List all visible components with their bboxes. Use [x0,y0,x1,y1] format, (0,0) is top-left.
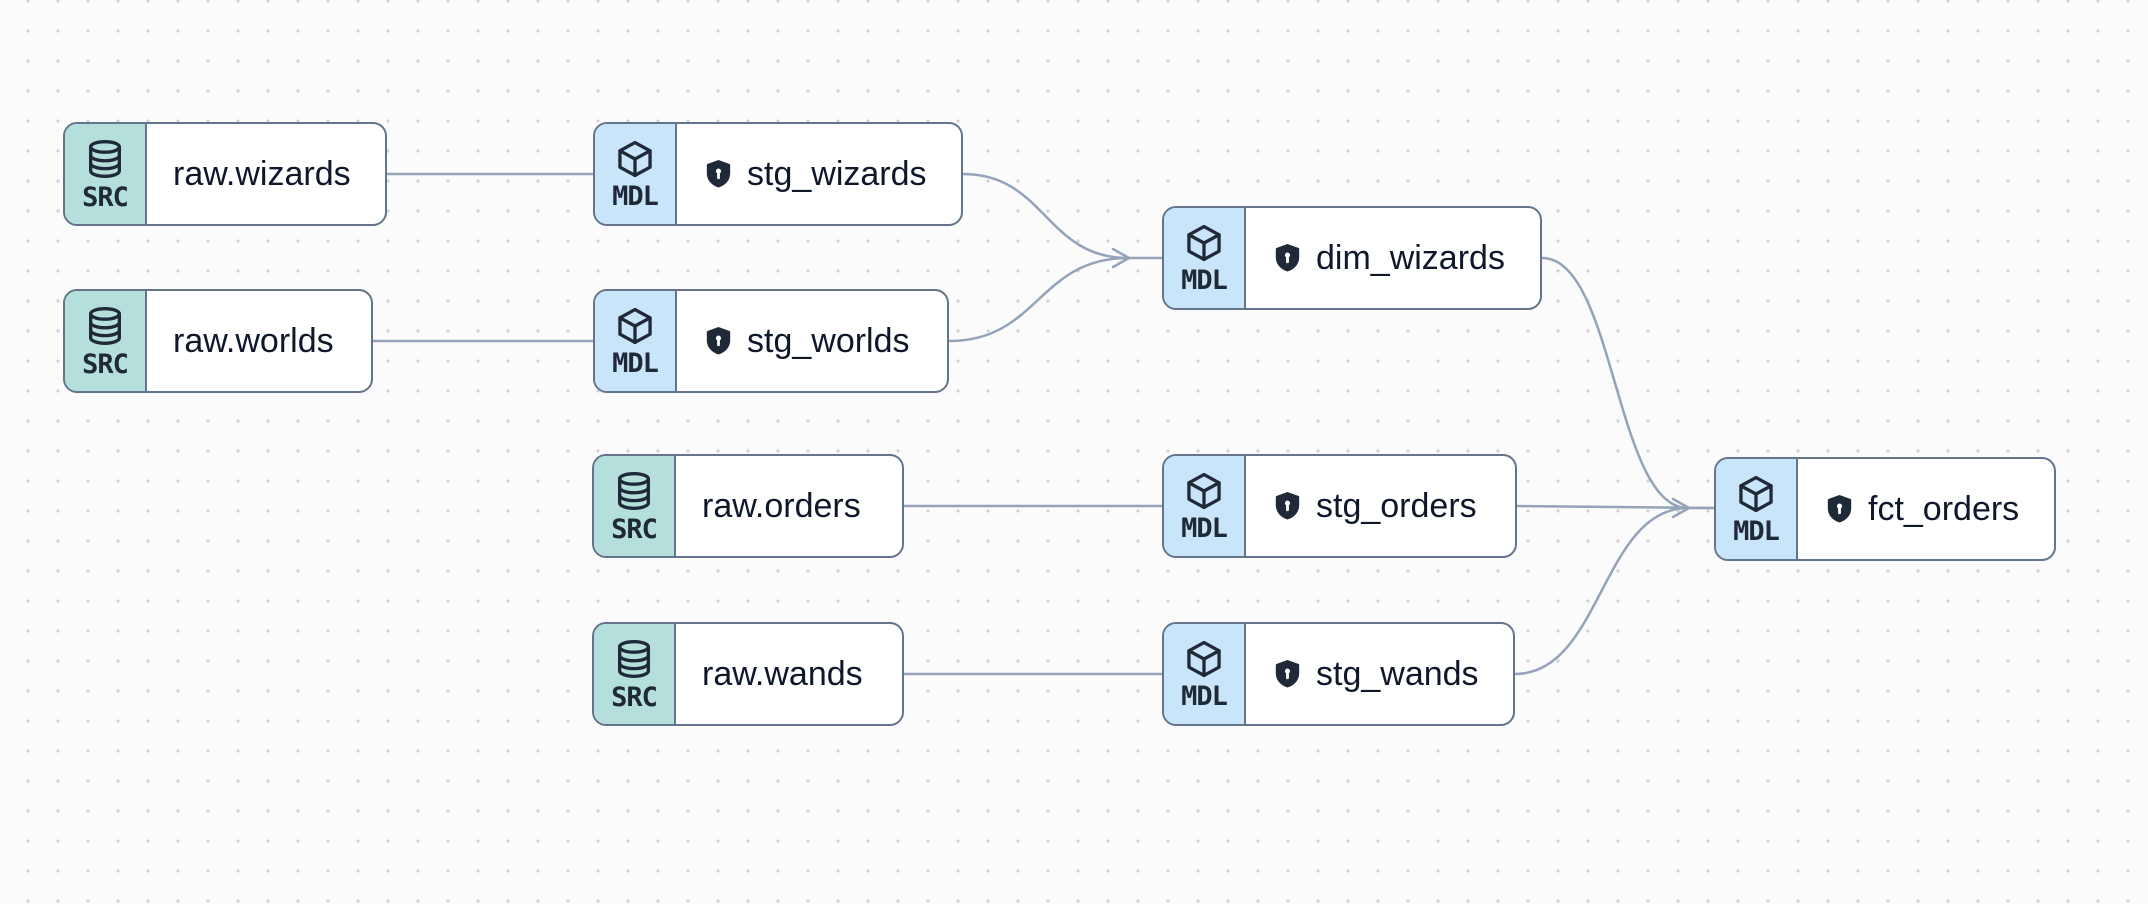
node-raw_worlds[interactable]: SRC raw.worlds [63,289,373,393]
edge-stg_worlds-dim_wizards [947,256,1130,343]
shield-icon [1275,659,1300,687]
node-body: raw.wands [676,624,902,724]
node-body: raw.orders [676,456,902,556]
cube-icon [618,307,652,345]
badge-label: MDL [1181,265,1228,296]
node-raw_wizards[interactable]: SRC raw.wizards [63,122,387,226]
cube-icon [618,140,652,178]
node-label: stg_wands [1316,655,1479,693]
shield-icon [1827,494,1852,522]
merge-arrow-fct_orders [1671,497,1691,519]
cube-icon [1187,224,1221,262]
edge-dim_wizards-fct_orders [1540,256,1690,510]
node-body: raw.worlds [147,291,371,391]
node-label: raw.wizards [173,155,351,193]
model-badge: MDL [1164,456,1246,556]
model-badge: MDL [1716,459,1798,559]
node-raw_orders[interactable]: SRC raw.orders [592,454,904,558]
edge-stg_wands-fct_orders [1513,506,1690,676]
node-label: raw.orders [702,487,861,525]
node-body: raw.wizards [147,124,385,224]
shield-icon [1275,243,1300,271]
badge-label: SRC [611,682,658,713]
model-badge: MDL [1164,208,1246,308]
badge-label: SRC [611,514,658,545]
source-badge: SRC [65,291,147,391]
database-icon [617,640,651,678]
node-label: fct_orders [1868,490,2020,528]
merge-arrow-dim_wizards [1111,247,1131,269]
source-badge: SRC [594,624,676,724]
node-label: stg_worlds [747,322,910,360]
badge-label: MDL [1181,681,1228,712]
shield-icon [1275,491,1300,519]
node-body: stg_wands [1246,624,1513,724]
database-icon [617,472,651,510]
node-stg_wizards[interactable]: MDL stg_wizards [593,122,963,226]
node-dim_wizards[interactable]: MDL dim_wizards [1162,206,1542,310]
badge-label: SRC [82,182,129,213]
database-icon [88,307,122,345]
source-badge: SRC [65,124,147,224]
node-label: raw.wands [702,655,863,693]
node-raw_wands[interactable]: SRC raw.wands [592,622,904,726]
cube-icon [1187,472,1221,510]
cube-icon [1187,640,1221,678]
shield-icon [706,326,731,354]
node-body: stg_wizards [677,124,961,224]
badge-label: MDL [1733,516,1780,547]
node-body: stg_orders [1246,456,1515,556]
edge-stg_wizards-dim_wizards [961,172,1130,260]
node-body: stg_worlds [677,291,947,391]
badge-label: MDL [1181,513,1228,544]
node-stg_orders[interactable]: MDL stg_orders [1162,454,1517,558]
cube-icon [1739,475,1773,513]
node-stg_worlds[interactable]: MDL stg_worlds [593,289,949,393]
badge-label: MDL [612,348,659,379]
model-badge: MDL [595,291,677,391]
badge-label: SRC [82,349,129,380]
node-label: raw.worlds [173,322,334,360]
node-fct_orders[interactable]: MDL fct_orders [1714,457,2056,561]
node-body: fct_orders [1798,459,2054,559]
node-stg_wands[interactable]: MDL stg_wands [1162,622,1515,726]
model-badge: MDL [1164,624,1246,724]
shield-icon [706,159,731,187]
node-label: stg_wizards [747,155,927,193]
database-icon [88,140,122,178]
node-label: dim_wizards [1316,239,1505,277]
model-badge: MDL [595,124,677,224]
source-badge: SRC [594,456,676,556]
node-label: stg_orders [1316,487,1477,525]
badge-label: MDL [612,181,659,212]
node-body: dim_wizards [1246,208,1540,308]
